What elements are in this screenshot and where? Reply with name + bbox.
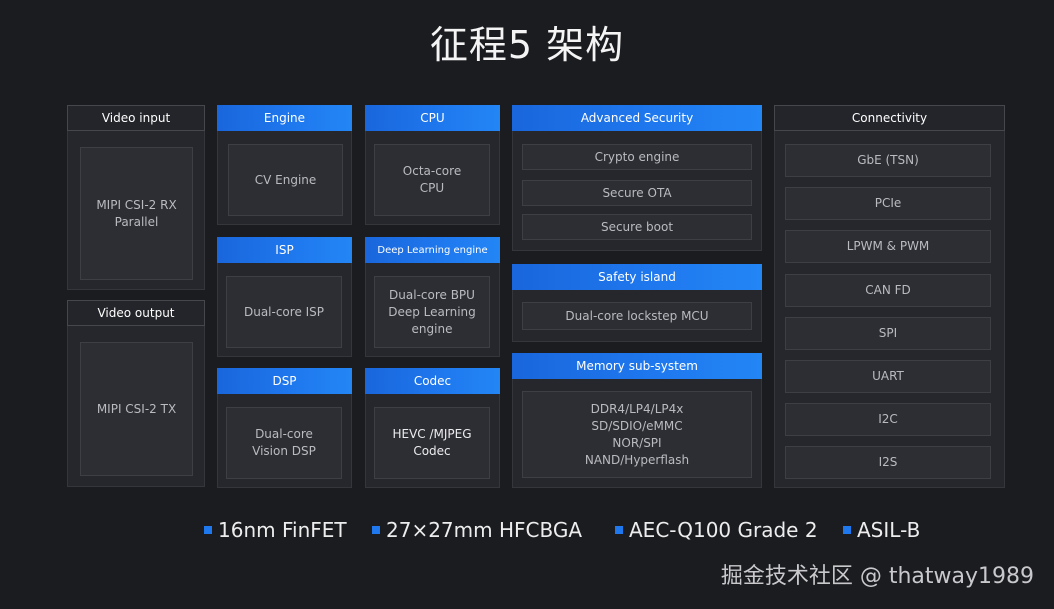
memory-subsystem-block: Memory sub-system DDR4/LP4/LP4x SD/SDIO/… (512, 353, 762, 488)
square-bullet-icon (615, 526, 623, 534)
memory-box: DDR4/LP4/LP4x SD/SDIO/eMMC NOR/SPI NAND/… (522, 391, 752, 478)
safety-item-label: Dual-core lockstep MCU (565, 308, 709, 323)
security-item: Crypto engine (522, 144, 752, 170)
feature-label: 27×27mm HFCBGA (386, 518, 583, 542)
security-item-label: Secure OTA (602, 185, 672, 200)
connectivity-item: SPI (785, 317, 991, 350)
dsp-line: Vision DSP (252, 444, 316, 458)
engine-box: CV Engine (228, 144, 343, 216)
security-item: Secure OTA (522, 180, 752, 206)
dsp-header: DSP (217, 368, 352, 394)
codec-header: Codec (365, 368, 500, 394)
feature-label: AEC-Q100 Grade 2 (629, 518, 818, 542)
isp-box: Dual-core ISP (226, 276, 342, 348)
square-bullet-icon (372, 526, 380, 534)
codec-line: HEVC /MJPEG (392, 427, 472, 441)
engine-block: Engine CV Engine (217, 105, 352, 225)
deep-learning-line: engine (411, 321, 453, 336)
video-input-header: Video input (67, 105, 205, 131)
watermark: 掘金技术社区 @ thatway1989 (720, 564, 1034, 589)
feature-item: ASIL-B (843, 518, 920, 542)
isp-line: Dual-core ISP (243, 304, 325, 319)
dsp-line: Dual-core (255, 427, 313, 441)
connectivity-block: Connectivity GbE (TSN) PCIe LPWM & PWM C… (774, 105, 1005, 488)
connectivity-item: GbE (TSN) (785, 144, 991, 177)
feature-item: 16nm FinFET (204, 518, 347, 542)
advanced-security-block: Advanced Security Crypto engine Secure O… (512, 105, 762, 251)
memory-line: NAND/Hyperflash (584, 452, 690, 467)
connectivity-item-label: GbE (TSN) (857, 153, 919, 167)
advanced-security-header: Advanced Security (512, 105, 762, 131)
video-output-line: MIPI CSI-2 TX (96, 401, 177, 416)
feature-item: AEC-Q100 Grade 2 (615, 518, 818, 542)
safety-island-block: Safety island Dual-core lockstep MCU (512, 264, 762, 342)
dsp-block: DSP Dual-core Vision DSP (217, 368, 352, 488)
feature-label: 16nm FinFET (218, 518, 347, 542)
connectivity-item-label: I2S (878, 455, 898, 469)
cpu-line: Octa-core (402, 164, 462, 178)
deep-learning-block: Deep Learning engine Dual-core BPU Deep … (365, 237, 500, 357)
codec-line: Codec (413, 444, 451, 458)
cpu-box: Octa-core CPU (374, 144, 490, 216)
deep-learning-line: Dual-core BPU (389, 287, 475, 302)
safety-item: Dual-core lockstep MCU (522, 302, 752, 330)
engine-line: CV Engine (254, 172, 317, 187)
video-input-line: MIPI CSI-2 RX (96, 197, 177, 212)
memory-line: SD/SDIO/eMMC (591, 418, 683, 433)
isp-header: ISP (217, 237, 352, 263)
connectivity-item: UART (785, 360, 991, 393)
deep-learning-box: Dual-core BPU Deep Learning engine (374, 276, 490, 348)
connectivity-item: I2C (785, 403, 991, 436)
safety-island-header: Safety island (512, 264, 762, 290)
connectivity-item-label: PCIe (874, 196, 902, 210)
security-item-label: Crypto engine (594, 149, 680, 164)
video-output-header: Video output (67, 300, 205, 326)
square-bullet-icon (204, 526, 212, 534)
feature-item: 27×27mm HFCBGA (372, 518, 582, 542)
page-title: 征程5 架构 (429, 23, 625, 67)
feature-label: ASIL-B (857, 518, 921, 542)
deep-learning-line: Deep Learning (388, 304, 476, 319)
connectivity-item-label: CAN FD (865, 283, 911, 297)
memory-line: DDR4/LP4/LP4x (590, 401, 684, 416)
feature-list: 16nm FinFET 27×27mm HFCBGA AEC-Q100 Grad… (0, 518, 1054, 546)
connectivity-item: I2S (785, 446, 991, 479)
square-bullet-icon (843, 526, 851, 534)
memory-subsystem-header: Memory sub-system (512, 353, 762, 379)
deep-learning-header: Deep Learning engine (365, 237, 500, 263)
engine-header: Engine (217, 105, 352, 131)
codec-box: HEVC /MJPEG Codec (374, 407, 490, 479)
cpu-block: CPU Octa-core CPU (365, 105, 500, 225)
video-input-line: Parallel (114, 214, 159, 229)
security-item: Secure boot (522, 214, 752, 240)
connectivity-item-label: I2C (878, 412, 898, 426)
cpu-line: CPU (419, 181, 445, 195)
connectivity-item-label: LPWM & PWM (846, 239, 930, 253)
connectivity-item-label: UART (872, 369, 904, 383)
video-output-block: Video output MIPI CSI-2 TX (67, 300, 205, 487)
connectivity-item: CAN FD (785, 274, 991, 307)
codec-block: Codec HEVC /MJPEG Codec (365, 368, 500, 488)
video-input-box: MIPI CSI-2 RX Parallel (80, 147, 193, 280)
memory-line: NOR/SPI (612, 435, 662, 450)
connectivity-header: Connectivity (774, 105, 1005, 131)
dsp-box: Dual-core Vision DSP (226, 407, 342, 479)
security-item-label: Secure boot (600, 219, 674, 234)
connectivity-item-label: SPI (878, 326, 898, 340)
connectivity-item: PCIe (785, 187, 991, 220)
connectivity-item: LPWM & PWM (785, 230, 991, 263)
video-output-box: MIPI CSI-2 TX (80, 342, 193, 476)
isp-block: ISP Dual-core ISP (217, 237, 352, 357)
video-input-block: Video input MIPI CSI-2 RX Parallel (67, 105, 205, 290)
cpu-header: CPU (365, 105, 500, 131)
